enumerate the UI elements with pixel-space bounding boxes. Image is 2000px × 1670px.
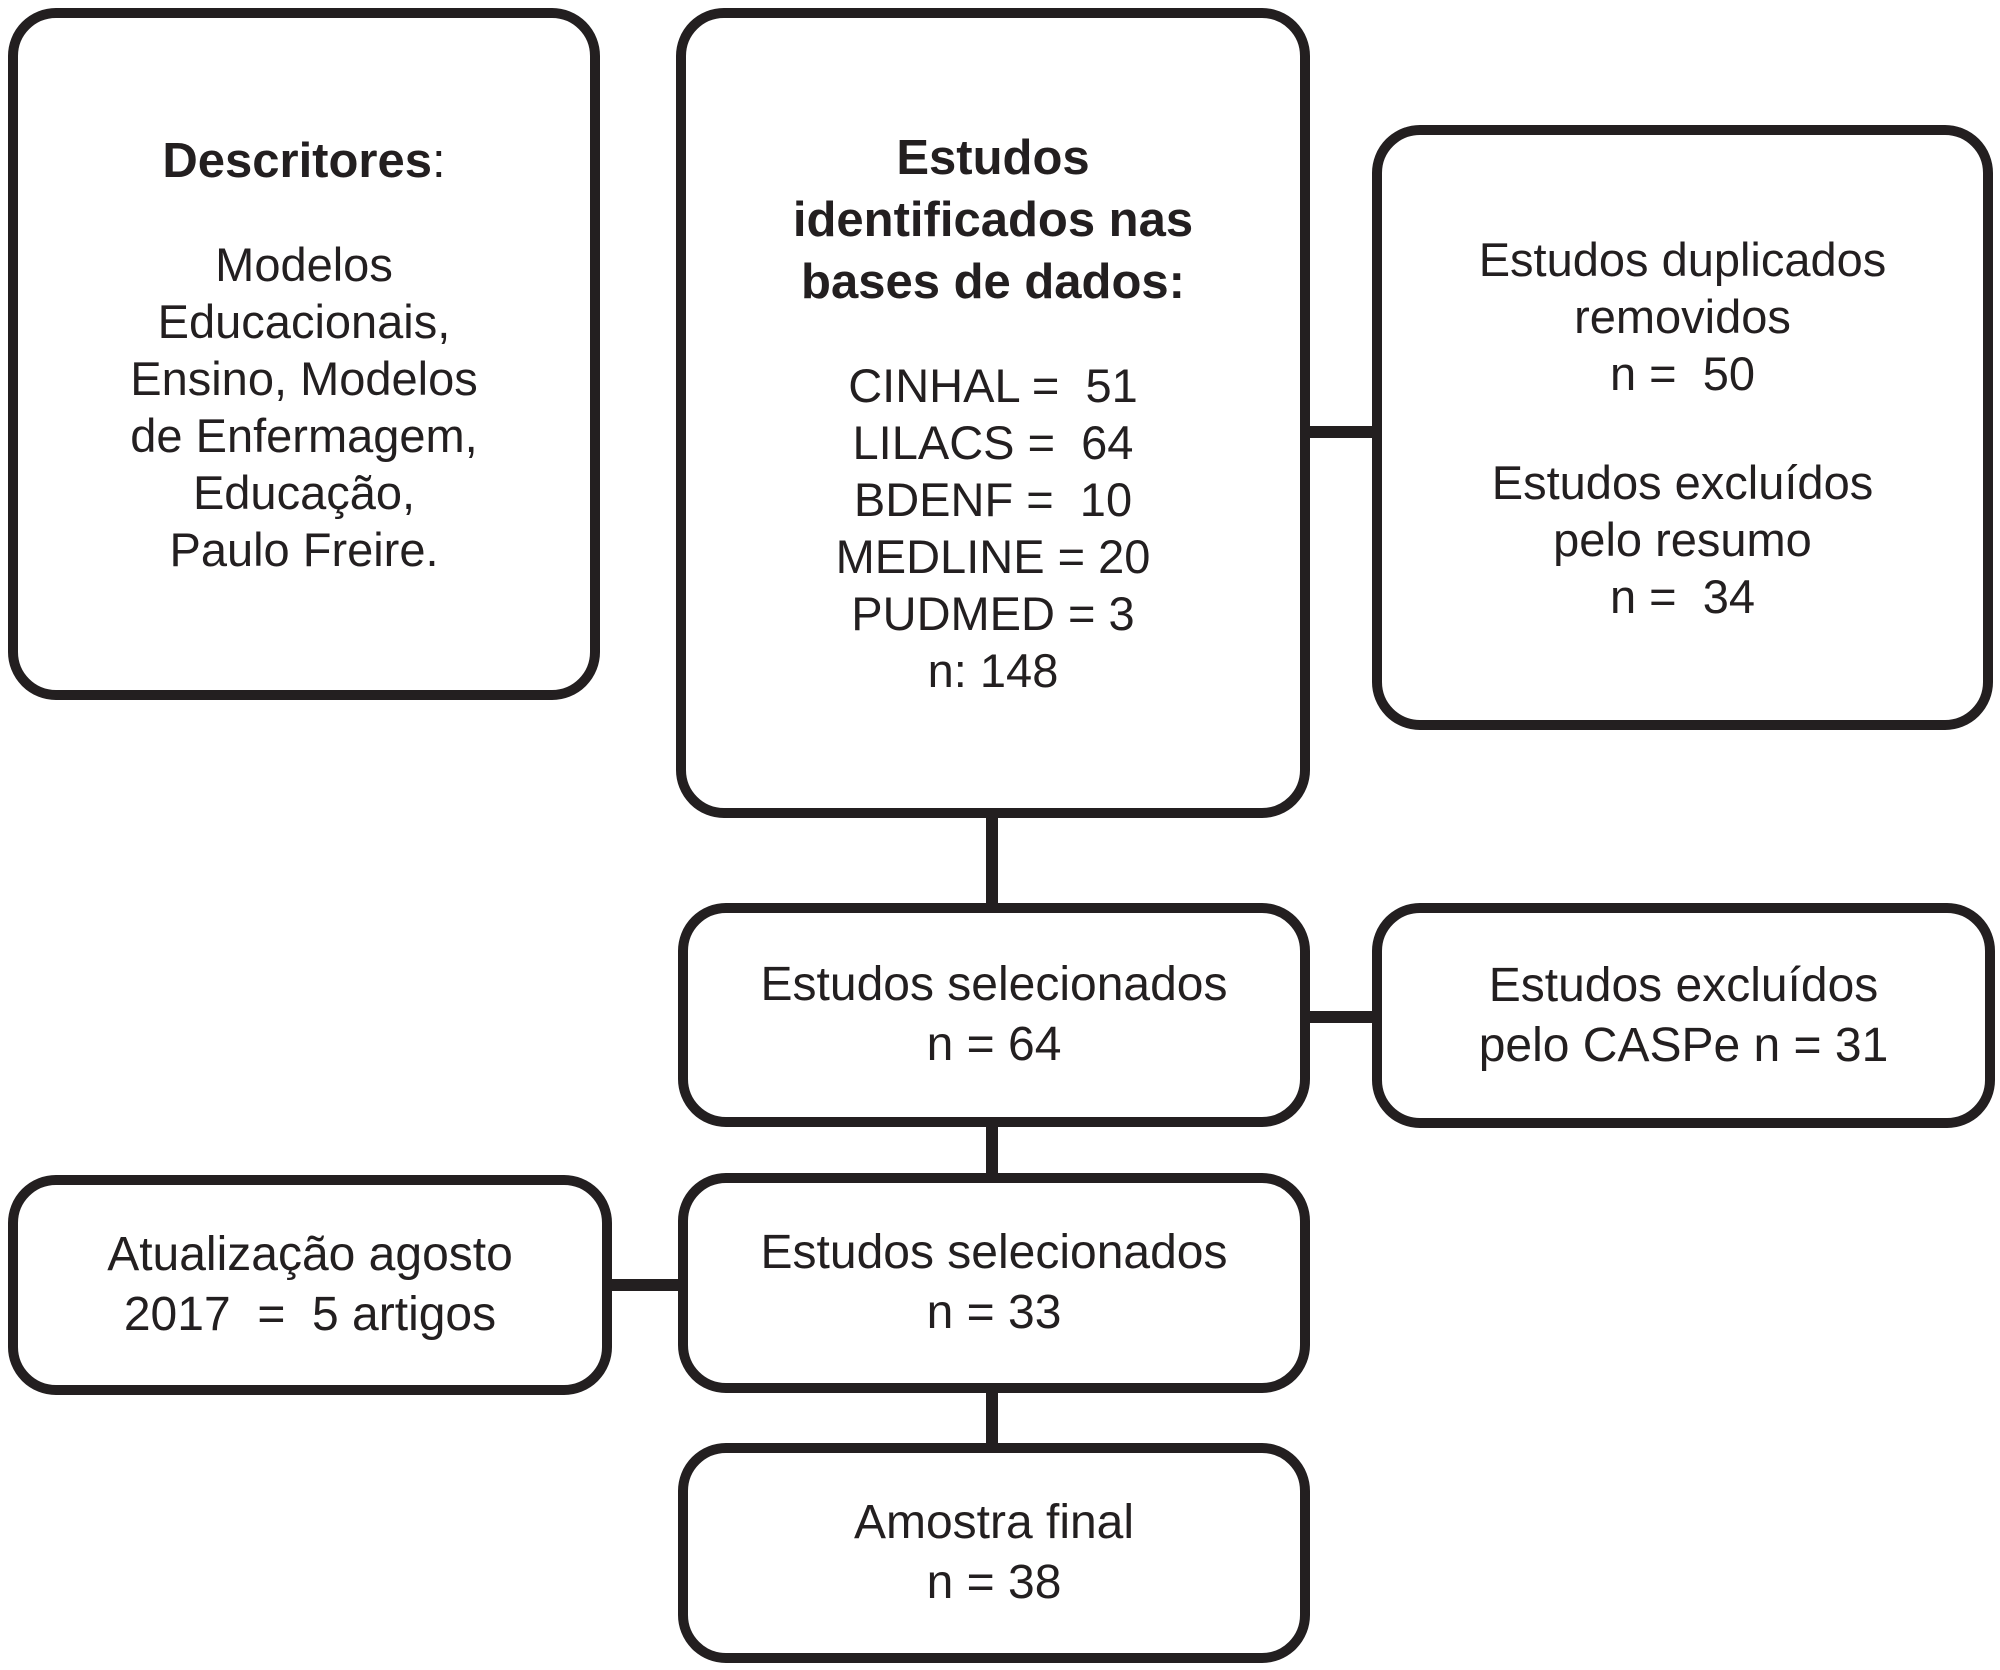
identificados-count-line: CINHAL = 51 — [848, 359, 1138, 412]
excluidos-resumo-line: Estudos excluídos — [1491, 455, 1874, 509]
descritores-line: Ensino, Modelos — [130, 352, 478, 405]
amostra-line: n = 38 — [926, 1556, 1062, 1609]
identificados-count-line: LILACS = 64 — [852, 416, 1134, 469]
selecionados33-box: Estudos selecionados n = 33 — [678, 1173, 1310, 1393]
atualizacao-line: 2017 = 5 artigos — [123, 1288, 497, 1341]
selecionados64-line: Estudos selecionados — [760, 958, 1228, 1011]
amostra-line: Amostra final — [853, 1496, 1135, 1549]
atualizacao-line: Atualização agosto — [107, 1228, 513, 1281]
identificados-title-line: bases de dados: — [801, 255, 1185, 309]
identificados-title-line: identificados nas — [792, 193, 1194, 247]
identificados-title-line: Estudos — [896, 131, 1090, 185]
duplicados-line: removidos — [1574, 289, 1791, 343]
selecionados33-line: n = 33 — [926, 1286, 1062, 1339]
descritores-box: Descritores: Modelos Educacionais, Ensin… — [8, 8, 600, 700]
duplicados-line: n = 50 — [1609, 346, 1756, 400]
descritores-line: Paulo Freire. — [169, 523, 439, 576]
identificados-count-line: PUDMED = 3 — [851, 587, 1135, 640]
connector-identificados-to-selecionados64 — [986, 816, 998, 905]
caspe-line: Estudos excluídos — [1488, 958, 1879, 1012]
connector-selecionados64-to-selecionados33 — [986, 1125, 998, 1175]
atualizacao-box: Atualização agosto 2017 = 5 artigos — [8, 1175, 612, 1395]
connector-selecionados33-to-amostra — [986, 1391, 998, 1445]
descritores-title-colon: : — [432, 134, 446, 188]
connector-selecionados64-to-caspe — [1306, 1011, 1376, 1023]
descritores-line: de Enfermagem, — [130, 409, 478, 462]
identificados-count-line: BDENF = 10 — [853, 473, 1133, 526]
duplicados-box: Estudos duplicados removidos n = 50 Estu… — [1372, 125, 1993, 730]
descritores-line: Educacionais, — [157, 295, 451, 348]
excluidos-resumo-line: pelo resumo — [1553, 512, 1812, 566]
identificados-box: Estudos identificados nas bases de dados… — [676, 8, 1310, 818]
connector-identificados-to-duplicados — [1306, 426, 1376, 438]
descritores-line: Modelos — [215, 238, 393, 291]
identificados-count-line: n: 148 — [927, 644, 1059, 697]
selecionados64-box: Estudos selecionados n = 64 — [678, 903, 1310, 1127]
caspe-box: Estudos excluídos pelo CASPe n = 31 — [1372, 903, 1995, 1128]
excluidos-resumo-line: n = 34 — [1609, 569, 1756, 623]
connector-atualizacao-to-selecionados33 — [608, 1279, 682, 1291]
selecionados33-line: Estudos selecionados — [760, 1226, 1228, 1279]
identificados-count-line: MEDLINE = 20 — [835, 530, 1151, 583]
descritores-title: Descritores: — [162, 130, 445, 192]
descritores-line: Educação, — [192, 466, 416, 519]
descritores-title-word: Descritores — [162, 134, 433, 188]
selecionados64-line: n = 64 — [926, 1018, 1062, 1071]
amostra-box: Amostra final n = 38 — [678, 1443, 1310, 1663]
duplicados-line: Estudos duplicados — [1478, 232, 1887, 286]
caspe-line: pelo CASPe n = 31 — [1478, 1018, 1889, 1072]
